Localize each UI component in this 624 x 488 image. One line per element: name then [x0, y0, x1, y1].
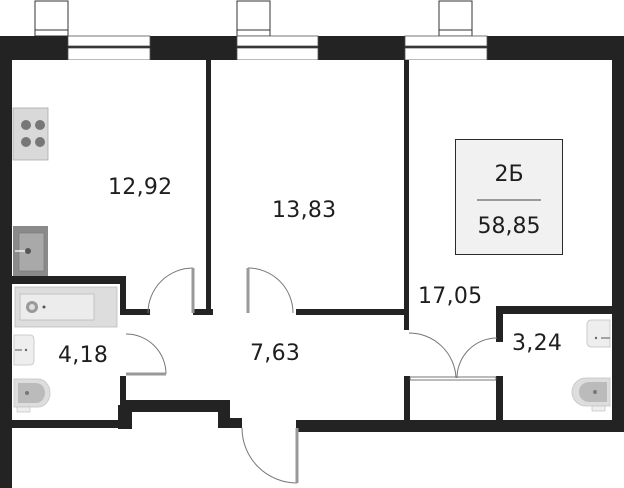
toilet-icon — [13, 378, 51, 413]
interior-wall — [12, 60, 624, 432]
sink-icon — [13, 226, 48, 276]
closet — [409, 376, 497, 381]
room-area-living-room: 17,05 — [418, 284, 483, 309]
apartment-badge: 2Б 58,85 — [455, 139, 563, 255]
window-icon — [34, 0, 473, 37]
window-icon — [67, 35, 488, 61]
stove-icon — [12, 107, 49, 161]
bathtub-icon — [14, 286, 118, 328]
room-area-bathroom: 4,18 — [58, 343, 109, 368]
sink-icon — [13, 334, 35, 366]
apartment-type: 2Б — [494, 162, 524, 187]
sink-icon — [586, 319, 611, 348]
divider — [477, 199, 541, 201]
room-area-kitchen: 12,92 — [108, 175, 173, 200]
apartment-total-area: 58,85 — [477, 214, 541, 239]
room-area-bedroom: 13,83 — [272, 198, 337, 223]
room-area-wc: 3,24 — [512, 331, 563, 356]
toilet-icon — [571, 377, 611, 412]
door-icon — [125, 267, 498, 484]
room-area-hallway: 7,63 — [250, 341, 301, 366]
